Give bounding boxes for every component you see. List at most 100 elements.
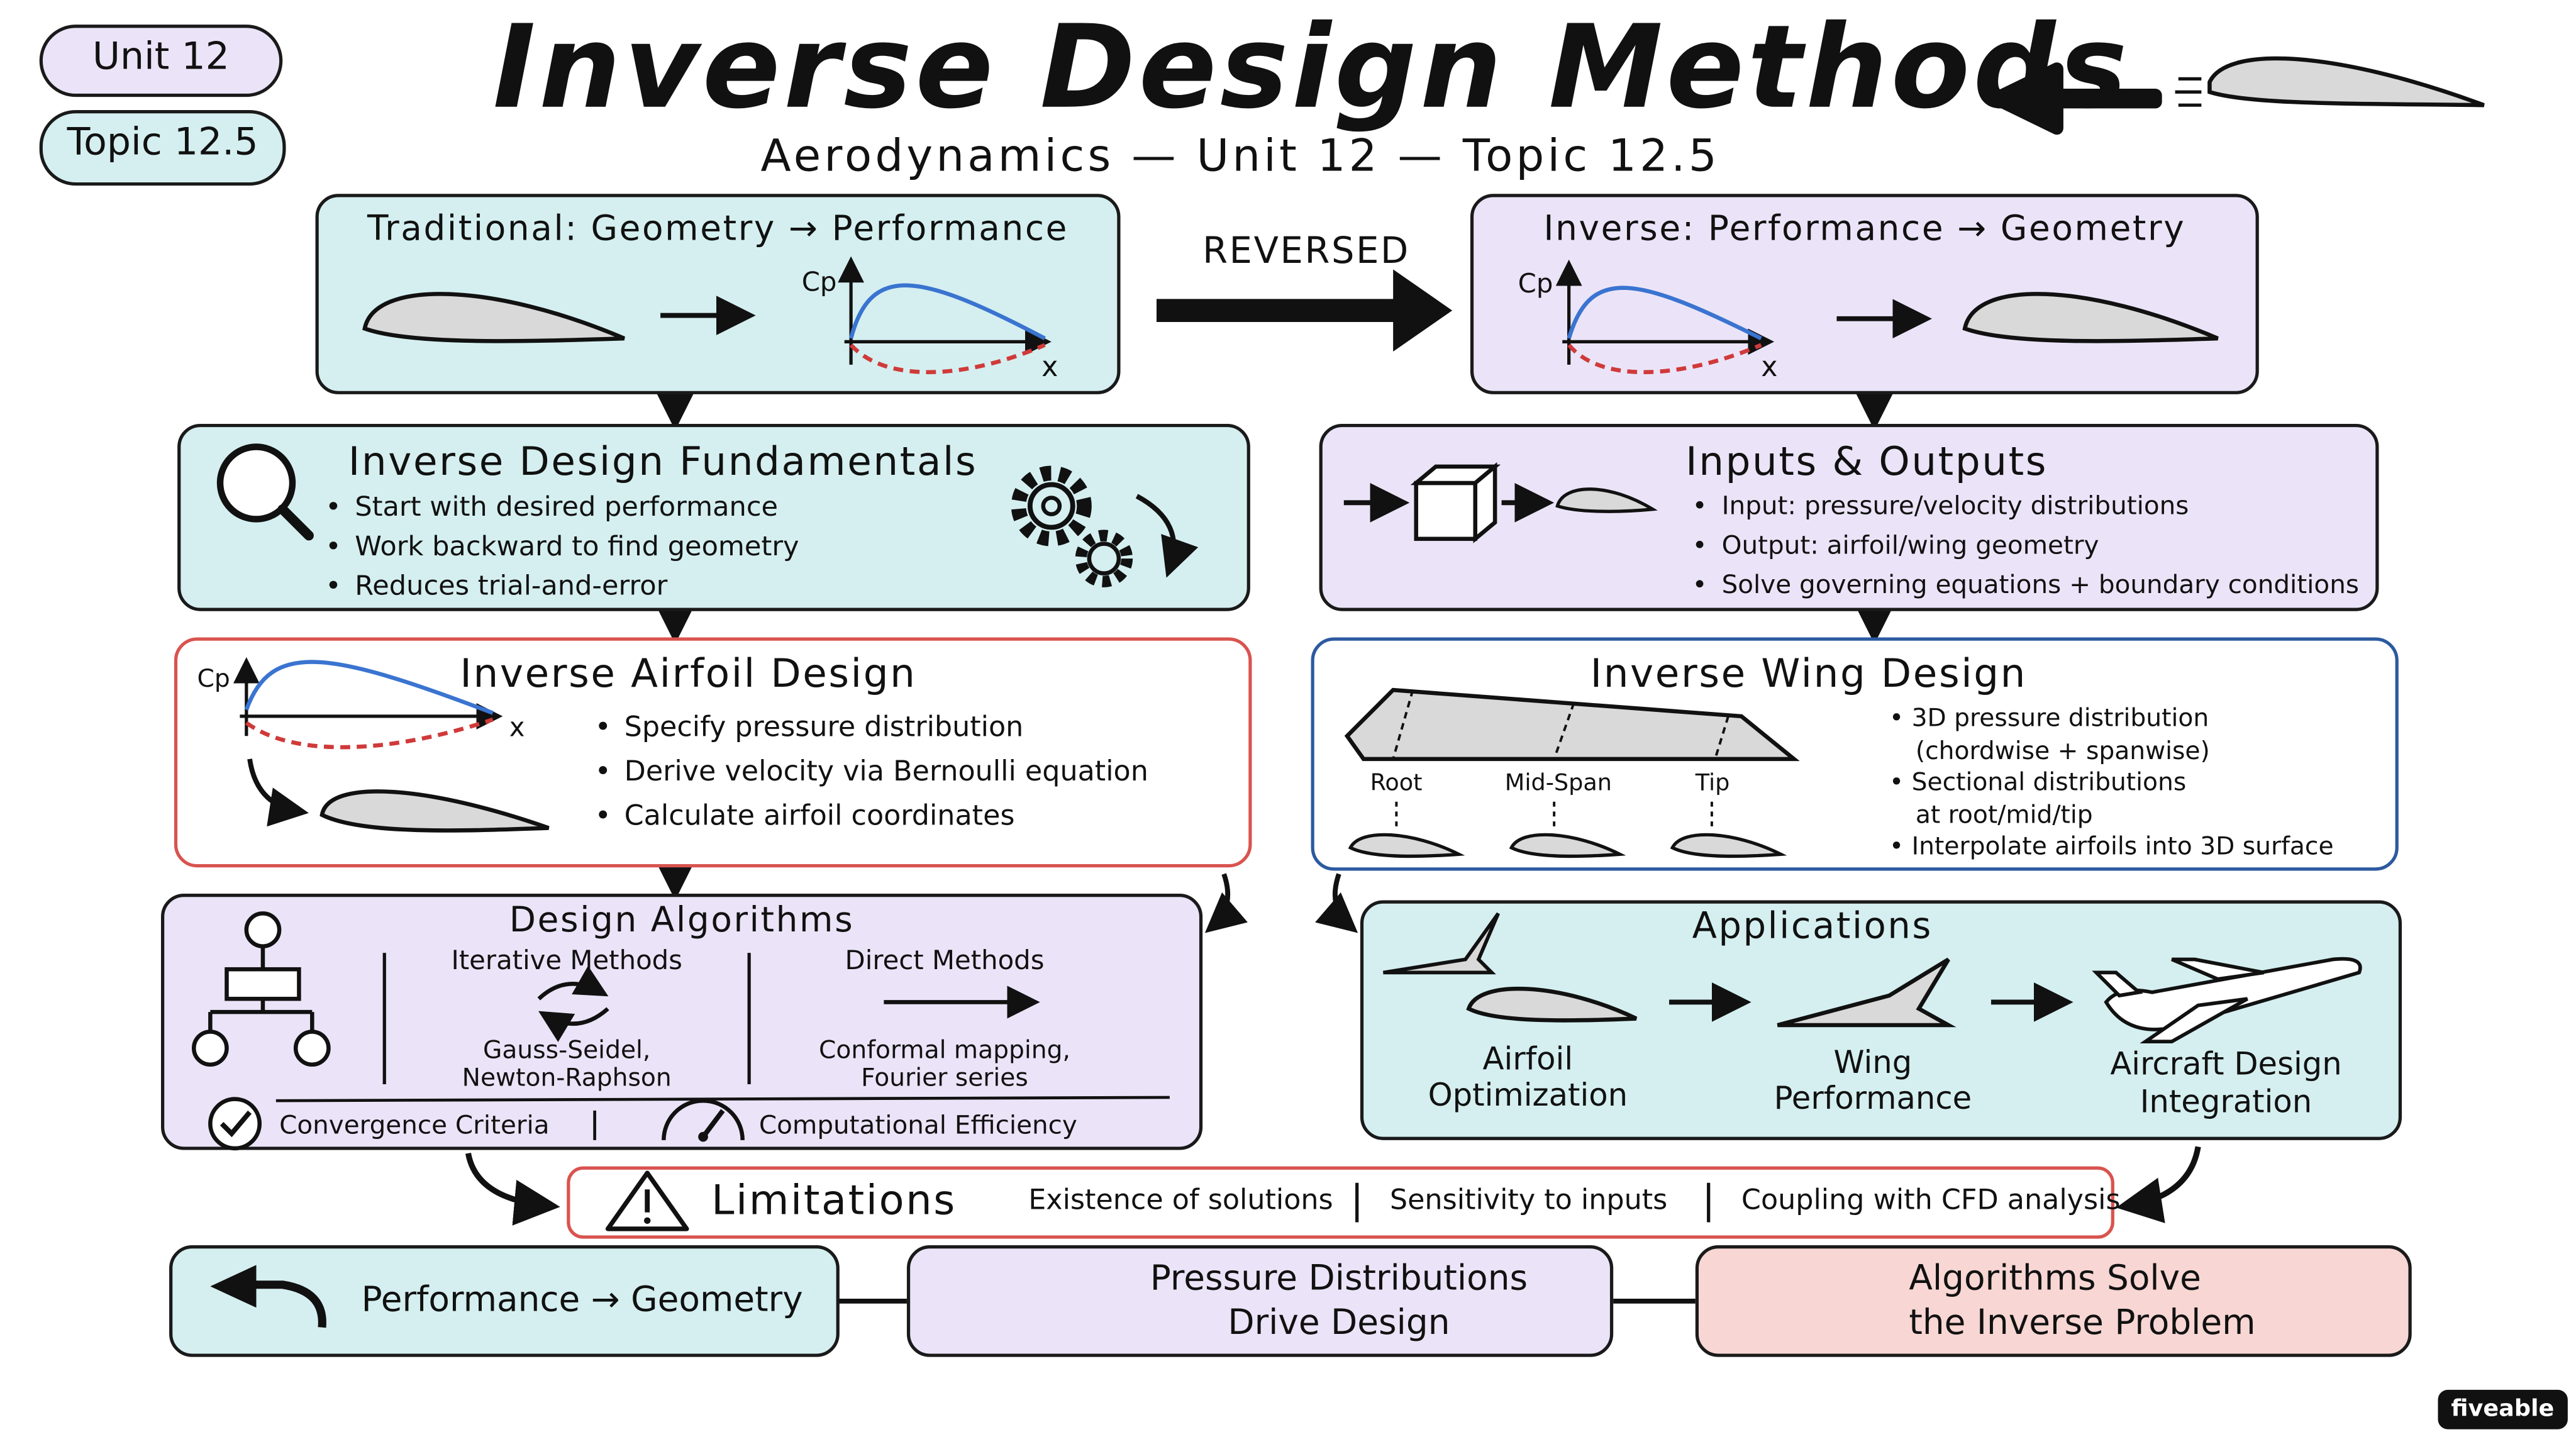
list-item: Input: pressure/velocity distributions — [1692, 486, 2359, 526]
cp-upper-curve — [848, 283, 1046, 341]
airfoil-design-title: Inverse Airfoil Design — [460, 650, 917, 697]
list-item: Specify pressure distribution — [595, 706, 1148, 751]
iterative-title: Iterative Methods — [451, 945, 682, 976]
application-wing-line1: Wing — [1833, 1045, 1913, 1081]
airfoil-design-list: Specify pressure distribution Derive vel… — [595, 706, 1148, 840]
summary-pressure-line1: Pressure Distributions — [1150, 1258, 1528, 1298]
iterative-desc-2: Newton-Raphson — [462, 1063, 672, 1093]
section-line — [1553, 702, 1575, 760]
cp-label: Cp — [801, 266, 837, 297]
summary-performance-geometry — [169, 1245, 840, 1357]
curved-arrow — [1315, 873, 1358, 933]
tip-airfoil-icon — [1670, 833, 1787, 858]
cp-upper-curve — [244, 660, 494, 715]
airfoil-icon — [1962, 292, 2219, 343]
flowchart-icon — [191, 911, 331, 1067]
list-item: Reduces trial-and-error — [325, 567, 799, 606]
x-axis-label: x — [1041, 352, 1058, 385]
direct-title: Direct Methods — [845, 945, 1045, 976]
airfoil-icon — [319, 789, 550, 833]
cp-upper-curve — [1567, 286, 1762, 341]
cp-label: Cp — [1518, 267, 1553, 299]
summary-pressure-line2: Drive Design — [1228, 1302, 1450, 1343]
airfoil-icon — [1466, 986, 1638, 1023]
x-axis-label: x — [1761, 352, 1778, 385]
application-airfoil-line1: Airfoil — [1482, 1041, 1574, 1078]
application-aircraft-line1: Aircraft Design — [2110, 1046, 2342, 1083]
header-arrow-icon — [1989, 62, 2162, 135]
return-arrow-head — [210, 1265, 257, 1308]
header-airfoil-icon — [2207, 56, 2485, 108]
efficiency-label: Computational Efficiency — [758, 1110, 1077, 1140]
direct-desc-1: Conformal mapping, — [819, 1035, 1070, 1065]
x-axis-label: x — [509, 711, 525, 743]
station-label-tip: Tip — [1695, 770, 1730, 797]
curved-arrow — [247, 758, 309, 827]
limitations-title: Limitations — [711, 1176, 957, 1224]
curved-arrow-to-limitations — [2116, 1146, 2201, 1223]
gears-icon — [1011, 465, 1199, 587]
cp-lower-curve — [245, 718, 494, 750]
inverse-title: Inverse: Performance → Geometry — [1543, 208, 2186, 248]
list-item: • Interpolate airfoils into 3D surface — [1889, 831, 2334, 861]
warning-dot — [643, 1217, 651, 1224]
reversed-label: REVERSED — [1202, 231, 1410, 273]
algorithms-title: Design Algorithms — [509, 900, 855, 940]
wing-planform-icon — [1344, 687, 1800, 762]
magnifier-icon — [216, 443, 296, 523]
application-airfoil-line2: Optimization — [1428, 1077, 1628, 1114]
limitations-box — [567, 1166, 2114, 1239]
section-line — [1714, 716, 1729, 760]
station-label-root: Root — [1370, 770, 1423, 797]
list-item: Output: airfoil/wing geometry — [1692, 526, 2359, 565]
fundamentals-list: Start with desired performance Work back… — [325, 488, 799, 606]
section-line — [1392, 689, 1414, 760]
iterative-desc-1: Gauss-Seidel, — [483, 1035, 651, 1065]
limitation-item: Sensitivity to inputs — [1389, 1184, 1668, 1218]
divider — [275, 1096, 1170, 1102]
summary-performance-geometry-text: Performance → Geometry — [361, 1279, 803, 1319]
summary-algorithms-line2: the Inverse Problem — [1909, 1302, 2256, 1343]
airfoil-icon — [1555, 487, 1658, 513]
wing-icon — [1777, 957, 1957, 1028]
mid-airfoil-icon — [1509, 833, 1626, 858]
page-subtitle: Aerodynamics — Unit 12 — Topic 12.5 — [760, 131, 1720, 182]
cp-lower-curve — [1567, 343, 1762, 375]
fundamentals-title: Inverse Design Fundamentals — [348, 438, 978, 485]
io-title: Inputs & Outputs — [1685, 438, 2048, 485]
cp-lower-curve — [849, 343, 1046, 375]
page-title: Inverse Design Methods — [492, 0, 2131, 135]
reversed-arrow-icon — [1156, 269, 1453, 352]
tail-fin-icon — [1383, 912, 1500, 975]
checkmark-icon — [208, 1097, 262, 1151]
cube-icon — [1410, 462, 1501, 543]
summary-algorithms-solve — [1695, 1245, 2412, 1357]
list-item-continuation: (chordwise + spanwise) — [1915, 735, 2210, 765]
curved-arrow-to-limitations — [465, 1152, 560, 1226]
airfoil-icon — [362, 292, 625, 343]
airplane-icon — [2092, 957, 2362, 1044]
traditional-title: Traditional: Geometry → Performance — [367, 208, 1069, 248]
list-item-continuation: at root/mid/tip — [1915, 799, 2093, 829]
list-item: Derive velocity via Bernoulli equation — [595, 751, 1148, 796]
limitation-item: Coupling with CFD analysis — [1741, 1184, 2121, 1218]
applications-title: Applications — [1692, 906, 1933, 948]
list-item: • 3D pressure distribution — [1889, 703, 2209, 733]
application-wing-line2: Performance — [1774, 1080, 1972, 1118]
summary-algorithms-line1: Algorithms Solve — [1909, 1258, 2201, 1298]
cycle-arrows-icon — [537, 965, 609, 1042]
curved-arrow — [1204, 873, 1248, 933]
list-item: Work backward to find geometry — [325, 528, 799, 567]
io-list: Input: pressure/velocity distributions O… — [1692, 486, 2359, 604]
summary-pressure-distributions — [906, 1245, 1614, 1357]
direct-desc-2: Fourier series — [861, 1063, 1028, 1093]
